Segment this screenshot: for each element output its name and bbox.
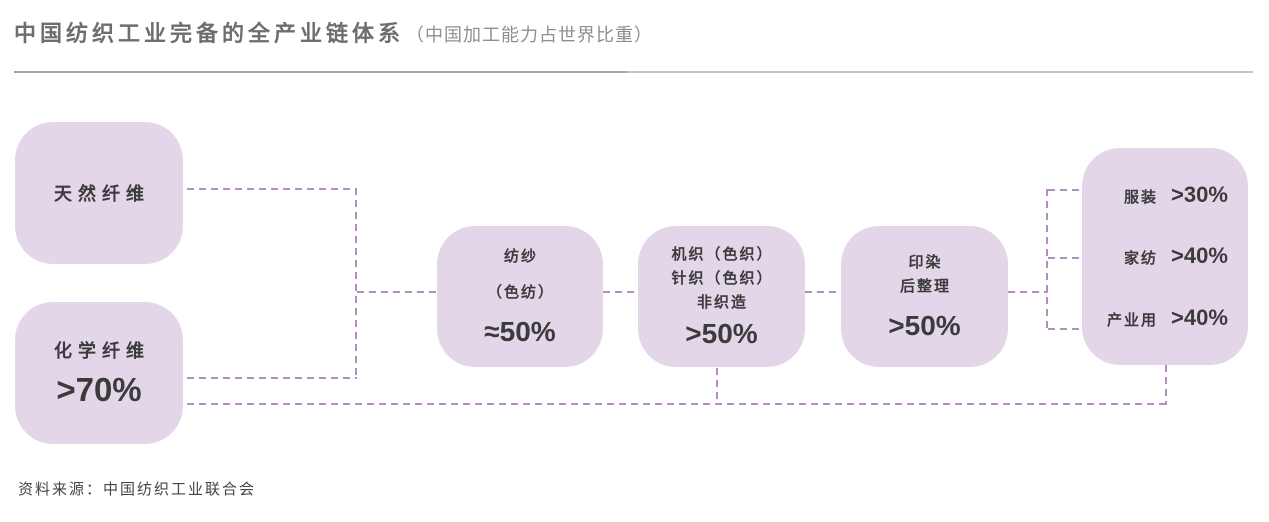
node-label: 针织（色织） — [671, 270, 774, 287]
connector-left-merge-vertical — [355, 188, 357, 379]
title-divider-light — [627, 71, 1253, 73]
node-value: >70% — [56, 371, 142, 408]
node-chemical-fiber: 化学纤维 >70% — [15, 302, 183, 444]
page-title-main: 中国纺织工业完备的全产业链体系 — [14, 21, 405, 46]
connector-natural-fiber-out — [187, 188, 357, 190]
node-value: >50% — [685, 318, 758, 349]
end-use-row-apparel: 服装 >30% — [1082, 182, 1248, 208]
node-fabric: 机织（色织） 针织（色织） 非织造 >50% — [638, 226, 805, 367]
node-end-use: 服装 >30% 家纺 >40% 产业用 >40% — [1082, 148, 1248, 365]
node-value: ≈50% — [484, 316, 556, 347]
node-dyeing: 印染 后整理 >50% — [841, 226, 1008, 367]
connector-fabric-to-dyeing — [805, 291, 841, 293]
connector-bottom-bypass — [187, 403, 1167, 405]
node-label: 非织造 — [696, 294, 748, 311]
node-label: 后整理 — [899, 278, 951, 295]
end-use-row-industrial: 产业用 >40% — [1082, 305, 1248, 331]
row-value: >30% — [1171, 181, 1228, 207]
title-divider-dark — [14, 71, 627, 73]
source-note: 资料来源：中国纺织工业联合会 — [18, 481, 257, 498]
node-spinning: 纺纱 （色纺） ≈50% — [437, 226, 603, 367]
connector-right-split-vertical — [1046, 189, 1048, 330]
node-natural-fiber: 天然纤维 — [15, 122, 183, 264]
connector-into-spinning — [357, 291, 437, 293]
connector-spinning-to-fabric — [603, 291, 638, 293]
end-use-row-hometextile: 家纺 >40% — [1082, 243, 1248, 269]
connector-chemical-fiber-out — [187, 377, 357, 379]
page-title-sub: （中国加工能力占世界比重） — [406, 25, 654, 45]
node-label: 天然纤维 — [54, 184, 150, 204]
node-label: 印染 — [908, 254, 943, 271]
page-title: 中国纺织工业完备的全产业链体系 （中国加工能力占世界比重） — [14, 16, 653, 48]
connector-fabric-drop — [716, 368, 718, 405]
node-label: 化学纤维 — [54, 341, 150, 361]
connector-into-apparel — [1048, 189, 1082, 191]
node-label: 机织（色织） — [671, 246, 774, 263]
node-label: 纺纱 — [503, 248, 538, 265]
row-label: 家纺 — [1123, 250, 1158, 268]
connector-dyeing-out — [1008, 291, 1048, 293]
row-label: 服装 — [1123, 188, 1158, 206]
connector-into-hometextile — [1048, 257, 1082, 259]
node-label: （色纺） — [486, 284, 555, 301]
node-value: >50% — [888, 310, 961, 341]
connector-into-industrial — [1048, 328, 1082, 330]
connector-enduse-rise — [1165, 365, 1167, 405]
row-value: >40% — [1171, 243, 1228, 269]
row-value: >40% — [1171, 305, 1228, 331]
row-label: 产业用 — [1106, 312, 1158, 330]
